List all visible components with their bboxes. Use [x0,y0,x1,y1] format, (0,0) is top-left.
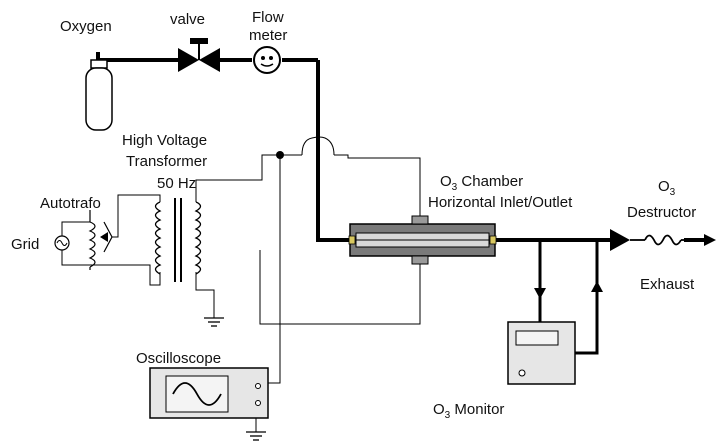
gas-line [96,52,704,242]
label-transformer: Transformer [126,153,207,170]
label-exhaust: Exhaust [640,276,695,293]
flow-meter-icon [253,46,281,74]
arrow-icon [704,234,716,246]
label-oxygen: Oxygen [60,18,112,35]
label-50hz: 50 Hz [157,175,196,192]
oscilloscope-device [149,367,269,419]
autotrafo-coil-icon [88,210,113,270]
ac-source-icon [54,235,70,251]
arrow-icon [534,288,546,299]
arrow-icon [610,229,630,251]
ozone-monitor-device [507,321,576,385]
label-o3-monitor: O3 Monitor [433,401,504,421]
label-destructor: Destructor [627,204,696,221]
ground-icon [204,317,224,327]
label-grid: Grid [11,236,39,253]
valve-icon[interactable] [178,38,220,72]
electrical-wires [61,136,421,432]
junction-dot [276,151,284,159]
wiper-arrow-icon [100,232,108,242]
label-horizontal-inlet-outlet: Horizontal Inlet/Outlet [428,194,573,211]
oxygen-cylinder-icon [85,59,113,131]
label-chamber: O3 Chamber [440,173,523,193]
label-flow: Flow [252,9,284,26]
ozone-chamber [348,215,497,265]
arrow-icon [591,281,603,292]
monitor-lines [538,240,599,355]
label-destructor-o3: O3 [658,178,676,198]
label-autotrafo: Autotrafo [40,195,101,212]
label-oscilloscope: Oscilloscope [136,350,221,367]
label-meter: meter [249,27,287,44]
label-valve: valve [170,11,205,28]
destructor-coil-icon [630,234,684,246]
ground-icon [246,431,266,441]
transformer-icon [154,198,202,282]
label-high-voltage: High Voltage [122,132,207,149]
